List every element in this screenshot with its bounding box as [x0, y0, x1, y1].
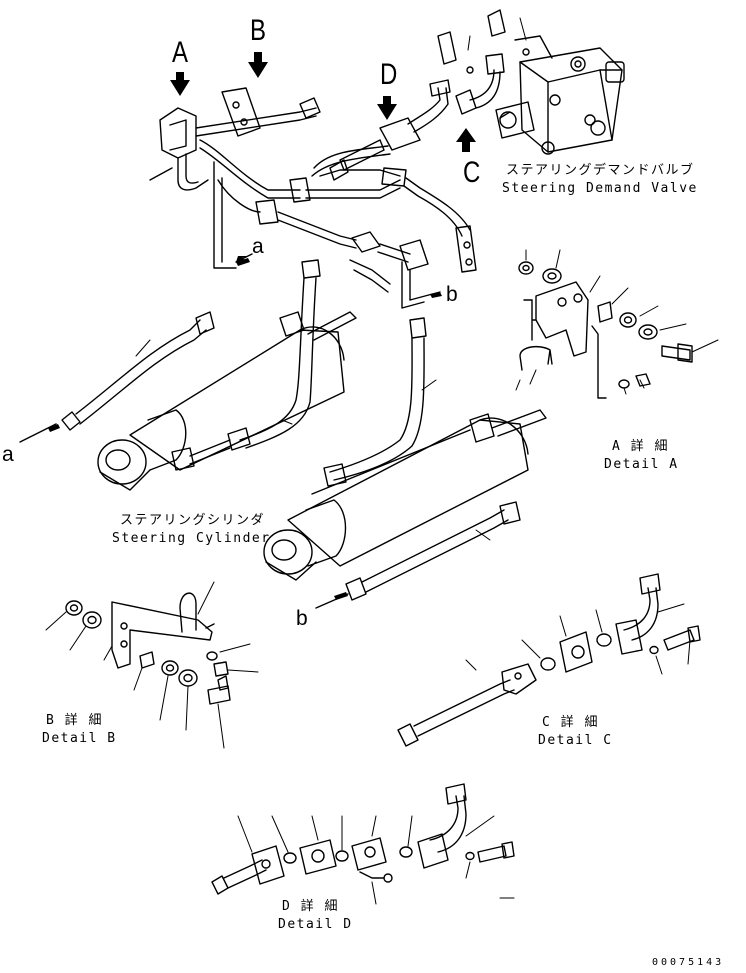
steering-cylinder-caption-en: Steering Cylinder: [112, 531, 271, 546]
detail-a-parts: [518, 261, 693, 399]
view-arrow-d: [377, 96, 397, 120]
view-arrow-c: [456, 128, 476, 152]
drawing-code: 00075143: [652, 957, 725, 968]
view-label-b: B: [250, 14, 267, 47]
steering-demand-valve-caption-en: Steering Demand Valve: [502, 181, 698, 196]
detail-b-caption-jp: B 詳 細: [46, 713, 103, 728]
steering-cylinder-right: [263, 409, 547, 581]
view-arrow-a: [170, 72, 190, 96]
detail-c-caption-jp: C 詳 細: [542, 715, 599, 730]
hoses: [61, 259, 521, 601]
steering-demand-valve-caption-jp: ステアリングデマンドバルブ: [506, 163, 695, 178]
detail-c-caption-en: Detail C: [538, 733, 613, 748]
view-label-c: C: [463, 156, 481, 189]
detail-d-caption-en: Detail D: [278, 917, 353, 932]
callout-leader-lines: [45, 17, 719, 905]
connection-label-b-lower: b: [296, 607, 308, 630]
connection-label-a-upper: a: [252, 235, 264, 258]
steering-cylinder-left: [97, 311, 357, 491]
detail-d-caption-jp: D 詳 細: [282, 899, 339, 914]
view-arrow-b: [248, 52, 268, 78]
detail-c-parts: [397, 573, 701, 747]
upper-tube-harness: [159, 53, 511, 293]
detail-a-caption-en: Detail A: [604, 457, 679, 472]
connection-label-b-upper: b: [446, 283, 458, 306]
connection-guide-lines: [149, 161, 425, 309]
steering-cylinder-caption-jp: ステアリングシリンダ: [120, 513, 266, 528]
view-label-d: D: [380, 58, 398, 91]
detail-a-caption-jp: A 詳 細: [612, 439, 669, 454]
view-label-a: A: [172, 36, 189, 69]
detail-b-parts: [65, 592, 231, 705]
steering-demand-valve: [437, 9, 625, 155]
connection-label-a-left: a: [2, 443, 14, 466]
detail-b-caption-en: Detail B: [42, 731, 117, 746]
detail-d-parts: [211, 783, 515, 895]
label-arrows: [19, 253, 441, 609]
